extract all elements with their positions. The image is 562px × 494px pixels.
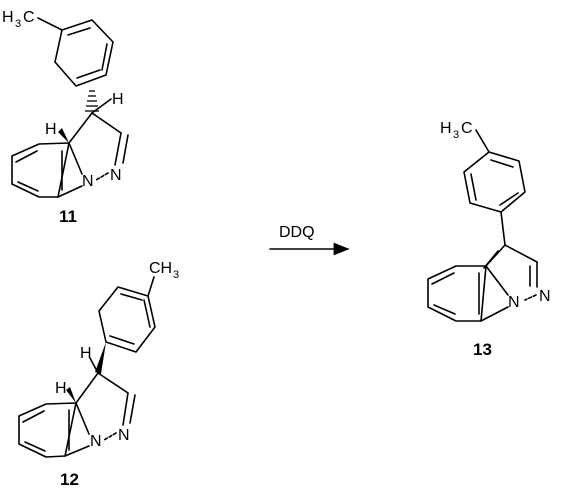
- wedge-h-12: [66, 387, 76, 403]
- wedge-bond-11: [58, 128, 69, 143]
- methyl-bond-11: [37, 17, 63, 31]
- n-imine-13: N: [539, 288, 551, 305]
- h-c9b-12: H: [55, 380, 67, 397]
- methyl-bond-12: [147, 276, 155, 297]
- n-amine-12: N: [90, 433, 102, 450]
- methyl-bond-13: [475, 129, 490, 153]
- n-imine-12: N: [118, 427, 130, 444]
- compound-label-11: 11: [59, 207, 77, 226]
- wedge-bond-12: [95, 342, 106, 374]
- compound-label-12: 12: [60, 470, 79, 489]
- h-c9b-11: H: [45, 121, 57, 138]
- methyl-ch-12: CH: [149, 260, 172, 277]
- benzo-ring-12: [18, 402, 77, 458]
- compound-label-13: 13: [473, 340, 492, 359]
- n-amine-11: N: [82, 173, 94, 190]
- methyl-sub-13: 3: [453, 129, 459, 141]
- hashed-bond-11: [85, 90, 99, 112]
- compound-13-structure: H 3 C N N 13: [427, 120, 551, 359]
- methyl-h-11: H: [2, 9, 14, 26]
- h-c3-12: H: [80, 345, 92, 362]
- n-amine-13: N: [508, 294, 520, 311]
- methyl-sub-12: 3: [173, 269, 179, 281]
- compound-11-structure: H 3 C H N N H: [2, 9, 129, 226]
- benzo-ring-13: [427, 265, 487, 322]
- h-c3-11: H: [112, 91, 124, 108]
- methyl-c-11: C: [23, 9, 35, 26]
- reagent-label: DDQ: [279, 224, 315, 241]
- n-imine-11: N: [110, 167, 122, 184]
- benzo-ring-11: [11, 142, 70, 198]
- compound-12-structure: CH 3 H N N H 12: [18, 260, 179, 489]
- methyl-h-13: H: [440, 120, 452, 137]
- methyl-c-13: C: [461, 120, 473, 137]
- tolyl-ring-11: [54, 19, 114, 87]
- reaction-arrow: DDQ: [269, 224, 350, 256]
- methyl-sub-11: 3: [15, 18, 21, 30]
